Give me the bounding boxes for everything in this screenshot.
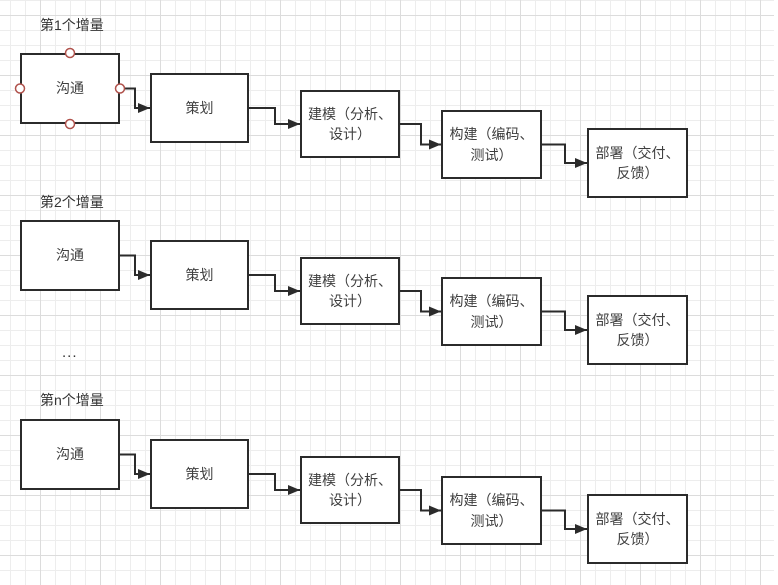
node-label: 构建（编码、测试）: [449, 492, 534, 529]
flow-node-deployment[interactable]: 部署（交付、反馈）: [587, 128, 688, 198]
connector-arrow[interactable]: [120, 254, 150, 280]
flow-node-communication[interactable]: 沟通: [20, 53, 120, 124]
flow-node-modeling[interactable]: 建模（分析、设计）: [300, 90, 400, 158]
flow-node-deployment[interactable]: 部署（交付、反馈）: [587, 494, 688, 564]
connector-arrow[interactable]: [249, 274, 300, 296]
node-label: 部署（交付、反馈）: [595, 311, 680, 348]
continuation-ellipsis: ...: [62, 344, 78, 361]
connector-arrow[interactable]: [542, 143, 587, 168]
connector-arrow[interactable]: [400, 123, 441, 150]
node-label: 策划: [185, 99, 214, 116]
flow-node-modeling[interactable]: 建模（分析、设计）: [300, 456, 400, 524]
canvas-edge: [774, 0, 778, 585]
connector-arrow[interactable]: [249, 473, 300, 495]
node-label: 构建（编码、测试）: [449, 126, 534, 163]
node-label: 策划: [185, 266, 214, 283]
flow-node-deployment[interactable]: 部署（交付、反馈）: [587, 295, 688, 365]
node-label: 构建（编码、测试）: [449, 293, 534, 330]
flow-node-construction[interactable]: 构建（编码、测试）: [441, 476, 542, 545]
node-label: 部署（交付、反馈）: [595, 144, 680, 181]
node-label: 建模（分析、设计）: [308, 272, 392, 309]
node-label: 沟通: [56, 247, 84, 264]
flow-node-construction[interactable]: 构建（编码、测试）: [441, 277, 542, 346]
node-label: 策划: [185, 465, 214, 482]
flow-node-planning[interactable]: 策划: [150, 240, 249, 310]
row-label-2[interactable]: 第2个增量: [40, 194, 104, 210]
connector-arrow[interactable]: [542, 509, 587, 534]
flow-node-modeling[interactable]: 建模（分析、设计）: [300, 257, 400, 325]
flow-node-communication[interactable]: 沟通: [20, 220, 120, 291]
connector-arrow[interactable]: [120, 87, 150, 113]
row-label-3[interactable]: 第n个增量: [40, 392, 104, 408]
node-label: 建模（分析、设计）: [308, 471, 392, 508]
connector-arrow[interactable]: [400, 489, 441, 516]
connector-arrow[interactable]: [542, 310, 587, 335]
connector-arrow[interactable]: [400, 290, 441, 317]
flow-node-planning[interactable]: 策划: [150, 439, 249, 509]
flow-node-planning[interactable]: 策划: [150, 73, 249, 143]
node-label: 部署（交付、反馈）: [595, 510, 680, 547]
flow-node-construction[interactable]: 构建（编码、测试）: [441, 110, 542, 179]
connector-arrow[interactable]: [249, 107, 300, 129]
connector-arrow[interactable]: [120, 453, 150, 479]
flow-node-communication[interactable]: 沟通: [20, 419, 120, 490]
node-label: 沟通: [56, 446, 84, 463]
node-label: 沟通: [56, 80, 84, 97]
row-label-1[interactable]: 第1个增量: [40, 17, 104, 33]
node-label: 建模（分析、设计）: [308, 105, 392, 142]
